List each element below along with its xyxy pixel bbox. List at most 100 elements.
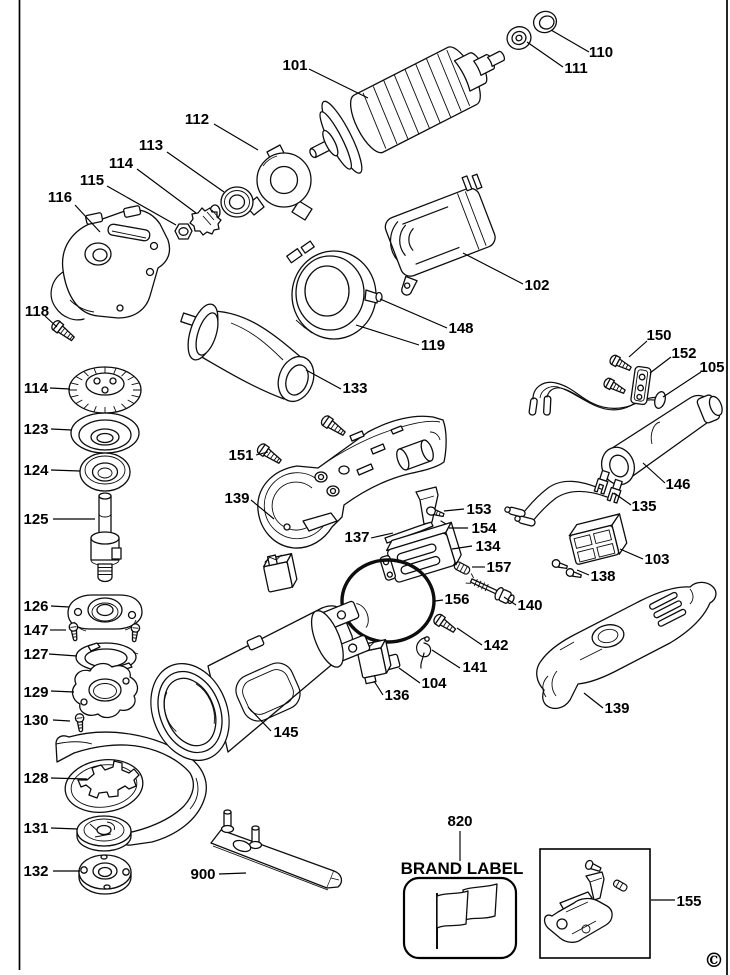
part-screws-138 [551, 559, 582, 579]
part-motor-housing-145 [150, 600, 371, 762]
label-130: 130 [23, 712, 48, 729]
part-field-102 [384, 173, 496, 296]
part-guard-128 [55, 731, 207, 846]
part-lock-pin-140 [465, 573, 515, 605]
part-bearing-124 [79, 452, 131, 492]
part-screws-147 [68, 622, 141, 643]
label-134: 134 [475, 538, 501, 555]
label-138: 138 [590, 568, 615, 585]
part-armature [309, 46, 506, 174]
callout-labels: 110 111 101 112 113 114 115 116 118 102 … [23, 44, 724, 972]
part-inner-flange-131 [76, 815, 132, 852]
part-screws-150 [603, 354, 632, 394]
label-151: 151 [228, 447, 253, 464]
part-screw-118 [51, 320, 75, 342]
label-145: 145 [273, 724, 298, 741]
part-screw-153 [426, 506, 445, 518]
part-screw-130 [74, 713, 85, 733]
label-115: 115 [80, 172, 104, 189]
label-141: 141 [462, 659, 487, 676]
label-137: 137 [344, 529, 369, 546]
label-133: 133 [342, 380, 367, 397]
label-156: 156 [444, 591, 469, 608]
copyright-symbol: © [704, 948, 724, 972]
brand-label-title: BRAND LABEL [401, 859, 524, 878]
label-146: 146 [665, 476, 690, 493]
label-101: 101 [282, 57, 307, 74]
part-screw-142 [433, 613, 457, 633]
label-123: 123 [23, 421, 48, 438]
brand-label-flags-icon [436, 883, 498, 949]
label-152: 152 [671, 345, 696, 362]
label-125: 125 [23, 511, 48, 528]
label-105: 105 [699, 359, 724, 376]
part-cord-clamp-152 [630, 365, 652, 406]
label-116: 116 [48, 189, 72, 206]
label-124: 124 [23, 462, 49, 479]
part-terminals-135 [504, 469, 623, 527]
part-side-handle-133 [180, 303, 315, 403]
part-screws-151 [256, 415, 346, 464]
label-820: 820 [447, 813, 472, 830]
label-119: 119 [421, 337, 445, 354]
part-clamp-nut-132 [78, 854, 132, 895]
part-connector-103 [568, 513, 628, 565]
label-135: 135 [631, 498, 656, 515]
part-spanner-900 [210, 809, 343, 891]
label-136: 136 [384, 687, 409, 704]
label-126: 126 [23, 598, 48, 615]
part-gear-wheel-114 [68, 366, 142, 414]
label-900: 900 [190, 866, 215, 883]
label-157: 157 [486, 559, 511, 576]
part-flange-112 [245, 144, 313, 221]
label-155: 155 [676, 893, 701, 910]
label-139b: 139 [604, 700, 629, 717]
label-154: 154 [471, 520, 497, 537]
label-142: 142 [483, 637, 508, 654]
label-111: 111 [564, 60, 587, 77]
label-131: 131 [23, 820, 48, 837]
part-handle-housing-left-139 [257, 415, 447, 549]
label-114b: 114 [24, 380, 49, 397]
label-153: 153 [466, 501, 491, 518]
label-128: 128 [23, 770, 48, 787]
label-102: 102 [524, 277, 549, 294]
label-104: 104 [421, 675, 447, 692]
part-spring-157 [453, 561, 471, 575]
part-oring-156 [340, 558, 436, 644]
part-gear-housing-116 [50, 205, 171, 321]
label-129: 129 [23, 684, 48, 701]
part-bumper-148 [364, 289, 383, 304]
label-147: 147 [23, 622, 48, 639]
label-132: 132 [23, 863, 48, 880]
label-150: 150 [646, 327, 671, 344]
label-148: 148 [448, 320, 473, 337]
service-kit-box-155 [539, 848, 651, 959]
label-118: 118 [25, 303, 49, 320]
part-baffle-119 [286, 240, 377, 340]
leader-lines [44, 29, 702, 901]
part-bearing-111 [506, 26, 532, 50]
label-103: 103 [644, 551, 669, 568]
part-bearing-113 [220, 186, 254, 218]
label-139a: 139 [224, 490, 249, 507]
label-113: 113 [139, 137, 163, 154]
part-switch-134 [379, 521, 462, 583]
part-spindle-125 [90, 492, 122, 583]
page-border-lines [18, 0, 728, 975]
part-brush-holder-2 [262, 553, 298, 593]
part-ring-110 [532, 10, 558, 34]
label-112: 112 [185, 111, 209, 128]
part-pinion-114 [189, 204, 222, 236]
label-127: 127 [23, 646, 48, 663]
part-handle-housing-right-139 [536, 581, 717, 710]
label-110: 110 [589, 44, 613, 61]
brand-label-box [402, 876, 518, 960]
part-cup-washer-123 [70, 412, 140, 454]
part-clamp-plate-129 [71, 662, 139, 719]
part-clip-141 [416, 636, 432, 669]
label-140: 140 [517, 597, 542, 614]
label-114a: 114 [109, 155, 134, 172]
